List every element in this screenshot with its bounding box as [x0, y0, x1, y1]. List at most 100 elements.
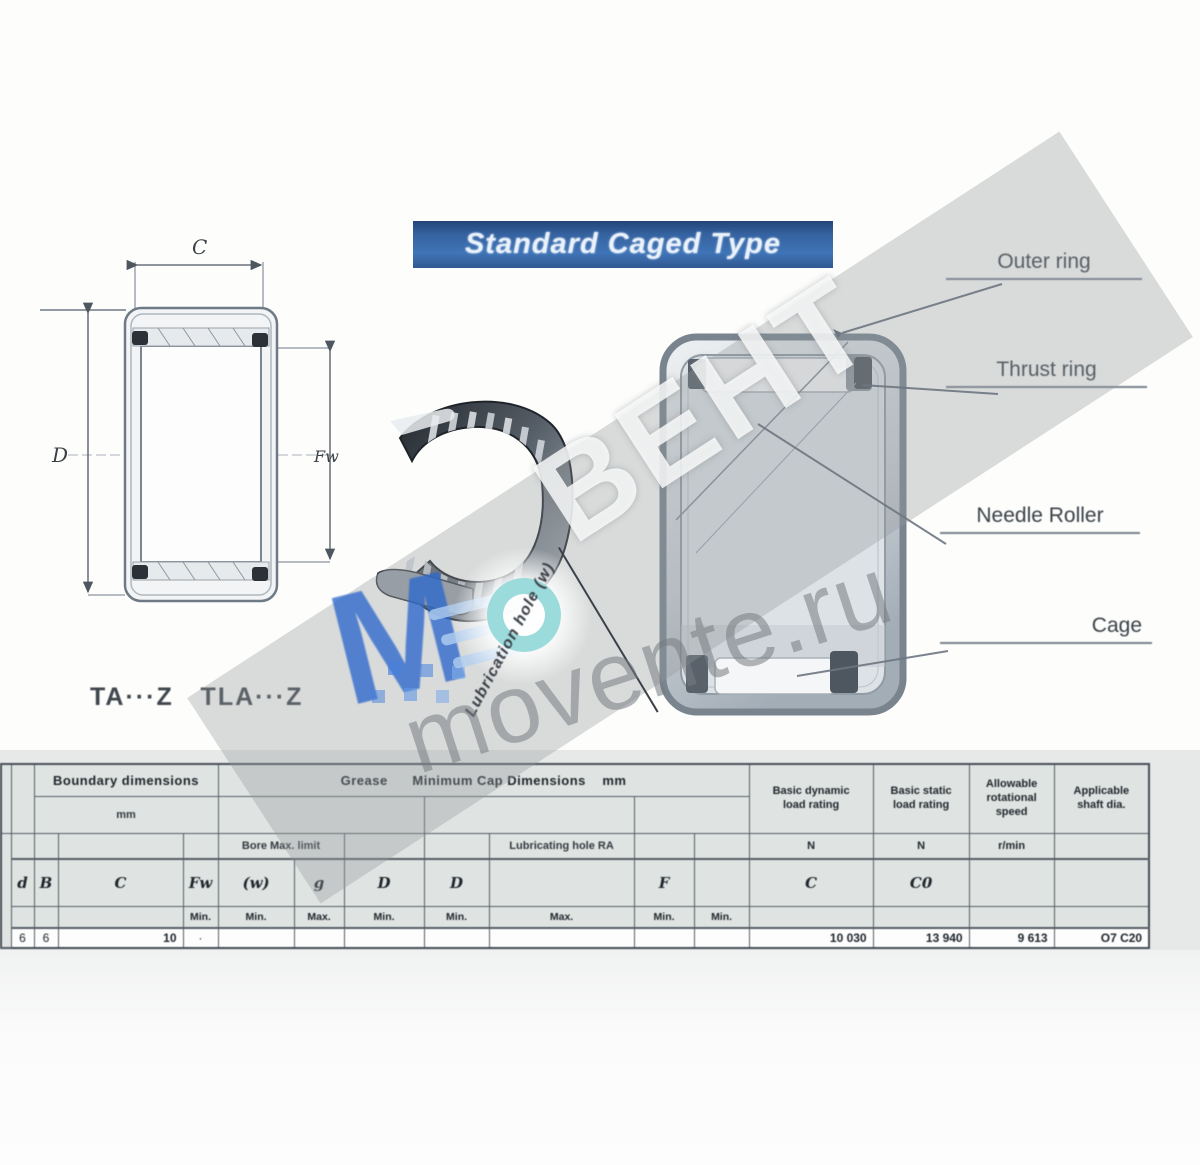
table-cell — [633, 927, 695, 949]
bottom-left-roller — [132, 565, 148, 579]
table-cell: Allowable rotational speed — [968, 763, 1055, 834]
table-cell — [423, 927, 490, 949]
table-cell — [1053, 832, 1150, 860]
table-cell: Lubricating hole RA — [488, 832, 635, 860]
label-thrust-ring: Thrust ring — [946, 358, 1147, 388]
table-cell: d — [10, 858, 35, 907]
table-cell: C0 — [872, 858, 970, 907]
top-left-lip — [688, 359, 706, 389]
table-cell: C — [57, 858, 184, 907]
table-cell — [0, 763, 12, 834]
bottom-left-lip — [686, 655, 708, 693]
table-cell: Bore Max. limit — [217, 832, 345, 860]
table-cell — [1053, 858, 1150, 907]
table-cell: B — [33, 858, 59, 907]
table-cell: D — [343, 858, 425, 907]
top-hatch — [157, 327, 246, 347]
label-needle-roller: Needle Roller — [940, 504, 1140, 534]
table-cell — [33, 905, 59, 929]
table-cell: O7 C20 — [1053, 927, 1150, 949]
table-cell — [33, 832, 59, 860]
table-cell: Min. — [343, 905, 425, 929]
table-cell: 9 613 — [968, 927, 1055, 949]
table-cell — [968, 858, 1055, 907]
label-outer-ring: Outer ring — [946, 250, 1142, 280]
table-cell: C — [748, 858, 874, 907]
bottom-right-roller — [252, 567, 268, 581]
table-cell — [633, 832, 695, 860]
table-cell: Min. — [693, 905, 750, 929]
watermark-ring-icon — [487, 578, 561, 652]
table-cell: 10 — [57, 927, 184, 949]
table-cell — [0, 832, 12, 949]
table-cell: 13 940 — [872, 927, 970, 949]
table-cell: Max. — [293, 905, 345, 929]
table-cell — [343, 927, 425, 949]
table-cell — [217, 927, 295, 949]
table-cell: 6 — [33, 927, 59, 949]
table-cell — [488, 858, 635, 907]
table-cell — [693, 858, 750, 907]
title-banner: Standard Caged Type — [413, 221, 833, 268]
table-cell — [10, 763, 35, 834]
table-cell — [968, 905, 1055, 929]
top-right-lip — [854, 357, 872, 389]
table-cell — [748, 905, 874, 929]
dim-label-right: Fw — [313, 447, 339, 466]
table-cell: 10 030 — [748, 927, 874, 949]
table-cell — [57, 832, 184, 860]
top-roller-band — [132, 327, 270, 347]
cage-top-rim-highlight — [390, 408, 455, 435]
shell-inner-edge — [130, 313, 272, 596]
table-cell: Basic dynamic load rating — [748, 763, 874, 834]
table-cell: D — [423, 858, 490, 907]
table-cell — [1053, 905, 1150, 929]
table-cell: Min. — [182, 905, 219, 929]
table-cell — [693, 927, 750, 949]
section-drawing: C D Fw — [40, 235, 339, 603]
table-cell — [423, 832, 490, 860]
table-cell: 6 — [10, 927, 35, 949]
table-cell: N — [872, 832, 970, 860]
table-cell — [57, 905, 184, 929]
bottom-hatch — [157, 561, 246, 581]
top-left-roller — [132, 331, 148, 345]
table-cell: Min. — [217, 905, 295, 929]
table-cell: g — [293, 858, 345, 907]
table-cell — [182, 832, 219, 860]
table-cell: Min. — [423, 905, 490, 929]
model-caption: TA···Z TLA···Z — [90, 683, 304, 711]
bottom-strip — [0, 950, 1200, 1165]
table-cell: r/min — [968, 832, 1055, 860]
top-right-roller — [252, 333, 268, 347]
table-cell: Basic static load rating — [872, 763, 970, 834]
watermark-mosaic-squares — [0, 0, 13, 13]
table-cell: F — [633, 858, 695, 907]
table-cell — [872, 905, 970, 929]
dim-label-left: D — [51, 443, 68, 467]
table-cell — [217, 795, 425, 834]
table-cell: N — [748, 832, 874, 860]
table-cell — [633, 795, 750, 834]
dim-label-top: C — [192, 235, 207, 259]
table-cell: mm — [33, 795, 219, 834]
table-cell — [488, 927, 635, 949]
table-cell — [693, 832, 750, 860]
table-cell: Applicable shaft dia. — [1053, 763, 1150, 834]
page-title: Standard Caged Type — [464, 228, 782, 260]
table-cell: (w) — [217, 858, 295, 907]
table-cell: · — [182, 927, 219, 949]
table-cell: Max. — [488, 905, 635, 929]
table-cell — [10, 905, 35, 929]
table-cell: Grease Minimum Cap Dimensions mm — [217, 763, 750, 797]
table-cell — [293, 927, 345, 949]
table-cell: Min. — [633, 905, 695, 929]
label-cage: Cage — [940, 614, 1152, 644]
table-cell: Fw — [182, 858, 219, 907]
bore-outline — [140, 345, 262, 563]
table-cell: Boundary dimensions — [33, 763, 219, 797]
bottom-roller-band — [132, 561, 270, 581]
